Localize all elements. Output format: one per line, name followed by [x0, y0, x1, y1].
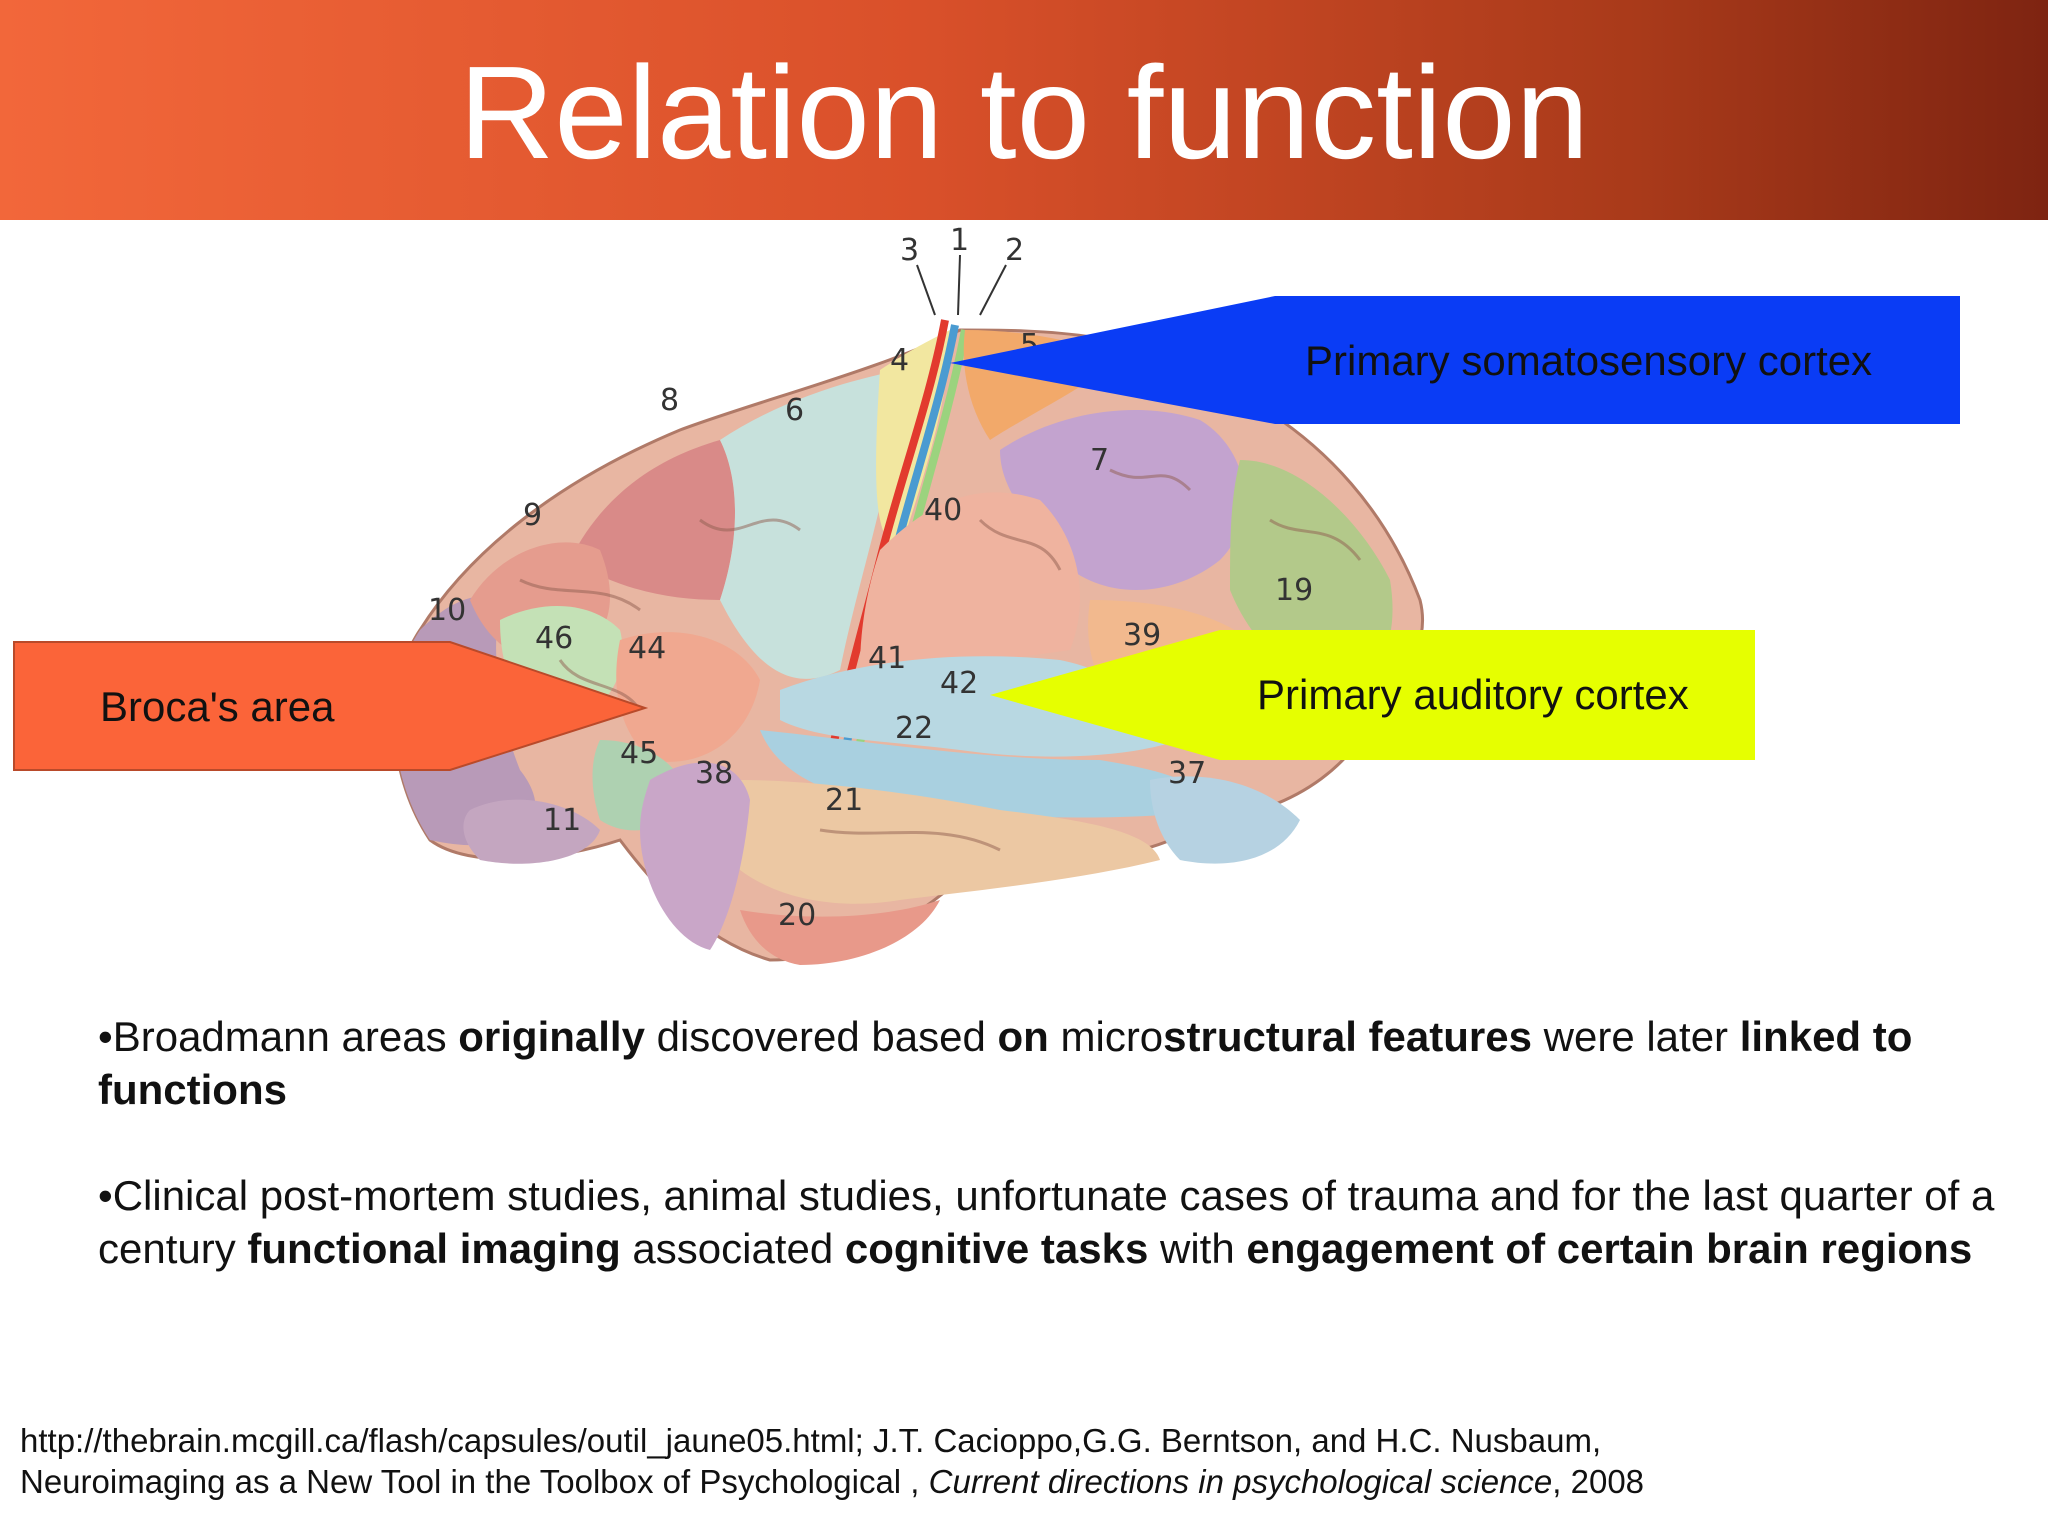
brain-figure: 3 1 2 4 5 6 7 8 9 10 11 19 20 21 22 37 3… — [0, 220, 2048, 1000]
area-label-46: 46 — [535, 621, 573, 656]
auditory-arrow — [990, 630, 1755, 760]
bullet-1-text: were later — [1531, 1013, 1740, 1060]
region-20 — [740, 900, 940, 965]
area-label-11: 11 — [543, 803, 581, 838]
leader-line-3 — [916, 264, 936, 316]
area-label-10: 10 — [428, 593, 466, 628]
bullet-1-text: •Broadmann areas — [98, 1013, 459, 1060]
leader-line-1 — [957, 254, 961, 316]
area-label-8: 8 — [660, 383, 679, 418]
region-40 — [860, 492, 1080, 670]
region-11 — [463, 799, 600, 864]
region-44 — [616, 632, 760, 762]
area-label-42: 42 — [940, 666, 978, 701]
area-label-40: 40 — [924, 493, 962, 528]
bullet-2: •Clinical post-mortem studies, animal st… — [98, 1169, 1998, 1275]
bullet-2-text: with — [1148, 1225, 1247, 1272]
area-label-41: 41 — [868, 641, 906, 676]
area-label-4: 4 — [890, 343, 909, 378]
region-38 — [640, 762, 750, 950]
bullet-list: •Broadmann areas originally discovered b… — [98, 1010, 1998, 1328]
bullet-1-bold: linked to functions — [98, 1013, 1913, 1113]
area-label-1: 1 — [950, 223, 969, 258]
broca-arrow — [13, 641, 649, 771]
region-8 — [570, 440, 735, 600]
area-label-2: 2 — [1005, 233, 1024, 268]
reference-line-2: Neuroimaging as a New Tool in the Toolbo… — [20, 1461, 2020, 1502]
area-label-21: 21 — [825, 783, 863, 818]
bullet-2-bold: functional imaging — [247, 1225, 621, 1272]
bullet-1: •Broadmann areas originally discovered b… — [98, 1010, 1998, 1116]
area-label-38: 38 — [695, 756, 733, 791]
region-37 — [1150, 776, 1300, 864]
area-label-20: 20 — [778, 898, 816, 933]
region-6 — [720, 370, 900, 679]
area-label-45: 45 — [620, 736, 658, 771]
bullet-1-bold: originally — [458, 1013, 645, 1060]
leader-line-2 — [979, 264, 1007, 316]
broca-label: Broca's area — [100, 683, 335, 730]
area-label-9: 9 — [523, 498, 542, 533]
bullet-2-text: associated — [620, 1225, 845, 1272]
area-label-44: 44 — [628, 631, 666, 666]
reference-journal: Current directions in psychological scie… — [928, 1463, 1553, 1500]
area-label-6: 6 — [785, 393, 804, 428]
auditory-label: Primary auditory cortex — [1257, 671, 1689, 718]
region-21 — [732, 780, 1160, 904]
slide-title: Relation to function — [458, 39, 1590, 186]
title-banner: Relation to function — [0, 0, 2048, 220]
bullet-2-text: •Clinical post-mortem studies, animal st… — [98, 1172, 1995, 1272]
bullet-1-text: discovered based — [644, 1013, 998, 1060]
bullet-2-bold: engagement of certain brain regions — [1246, 1225, 1973, 1272]
area-label-7: 7 — [1090, 443, 1109, 478]
gyral-lines — [519, 468, 1362, 852]
area-label-37: 37 — [1168, 756, 1206, 791]
somatosensory-arrow — [950, 296, 1960, 424]
area-label-39: 39 — [1123, 618, 1161, 653]
area-label-22: 22 — [895, 711, 933, 746]
brodmann-brain-diagram: 3 1 2 4 5 6 7 8 9 10 11 19 20 21 22 37 3… — [13, 223, 1960, 965]
area-label-19: 19 — [1275, 573, 1313, 608]
area-label-3: 3 — [900, 233, 919, 268]
reference-line-1: http://thebrain.mcgill.ca/flash/capsules… — [20, 1422, 1602, 1459]
reference-citation: http://thebrain.mcgill.ca/flash/capsules… — [20, 1420, 2020, 1502]
bullet-1-bold: structural features — [1163, 1013, 1532, 1060]
reference-year: , 2008 — [1552, 1463, 1645, 1500]
reference-text: Neuroimaging as a New Tool in the Toolbo… — [20, 1463, 929, 1500]
bullet-1-text: micro — [1048, 1013, 1164, 1060]
bullet-1-bold: on — [997, 1013, 1049, 1060]
bullet-2-bold: cognitive tasks — [844, 1225, 1149, 1272]
somatosensory-label: Primary somatosensory cortex — [1305, 337, 1873, 384]
